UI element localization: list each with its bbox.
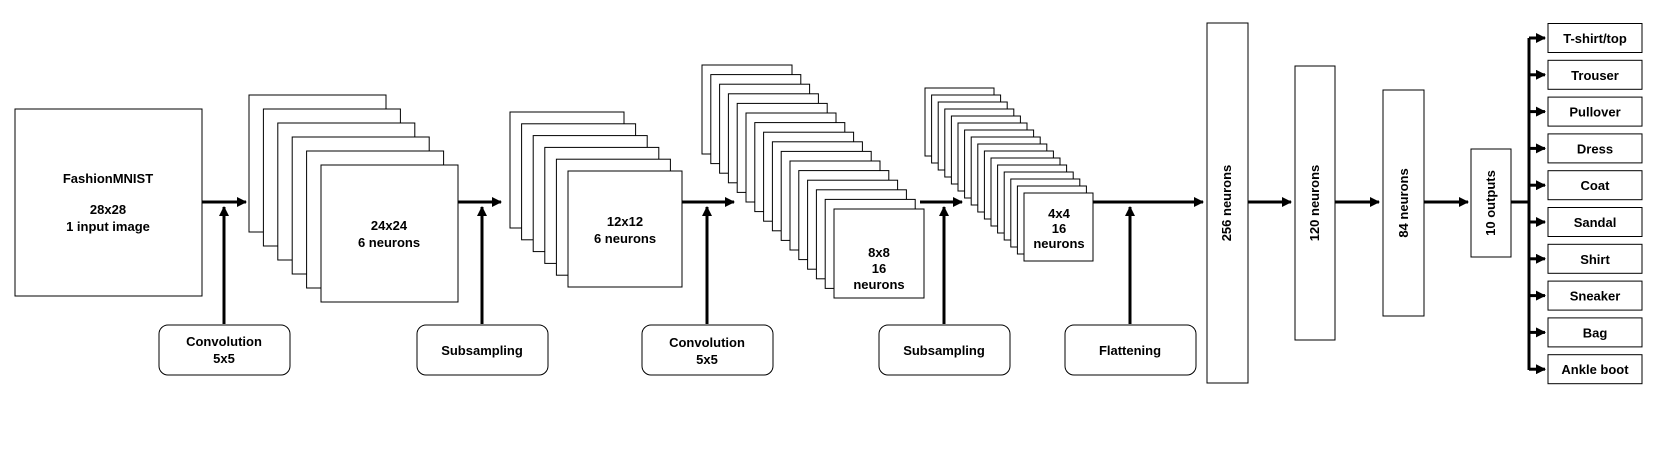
pool2-desc: neurons — [1033, 236, 1084, 251]
class-label: Bag — [1583, 325, 1608, 340]
class-output-list: T-shirt/topTrouserPulloverDressCoatSanda… — [1529, 23, 1643, 385]
class-box — [1547, 354, 1643, 385]
dense-layer-84: 84 neurons — [1382, 89, 1425, 317]
dense-256-label: 256 neurons — [1219, 165, 1234, 242]
output-layer-10: 10 outputs — [1470, 148, 1512, 258]
pool1-size: 12x12 — [607, 214, 643, 229]
op-label: Flattening — [1099, 343, 1161, 358]
class-label: Ankle boot — [1561, 362, 1629, 377]
class-box — [1547, 96, 1643, 127]
class-box — [1547, 59, 1643, 90]
conv2-label: 8x8 16 neurons — [853, 245, 904, 292]
pool2-feature-maps-stack — [924, 87, 1094, 262]
dense-84-label: 84 neurons — [1396, 168, 1411, 237]
pool1-feature-maps-stack — [509, 111, 683, 288]
class-box — [1547, 170, 1643, 201]
input-desc: 1 input image — [66, 219, 150, 234]
class-label: Coat — [1581, 178, 1611, 193]
conv1-size: 24x24 — [371, 218, 408, 233]
op-arrows — [219, 206, 1135, 324]
pool1-desc: 6 neurons — [594, 231, 656, 246]
conv1-desc: 6 neurons — [358, 235, 420, 250]
op-subsampling-1: Subsampling — [416, 324, 549, 376]
feature-map — [567, 170, 683, 288]
feature-map — [320, 164, 459, 303]
pool2-count: 16 — [1052, 221, 1066, 236]
op-convolution-1: Convolution 5x5 — [158, 324, 291, 376]
class-label: Sneaker — [1570, 289, 1621, 304]
op-sublabel: 5x5 — [213, 351, 235, 366]
conv1-label: 24x24 6 neurons — [358, 218, 420, 250]
class-label: Dress — [1577, 141, 1613, 156]
op-label: Subsampling — [441, 343, 523, 358]
dense-120-label: 120 neurons — [1307, 165, 1322, 242]
pool2-label: 4x4 16 neurons — [1033, 206, 1084, 251]
output-label: 10 outputs — [1483, 170, 1498, 236]
input-image-box: FashionMNIST 28x28 1 input image — [14, 108, 203, 297]
op-label: Convolution — [186, 334, 262, 349]
feature-map — [1023, 192, 1094, 262]
class-label: Trouser — [1571, 68, 1619, 83]
op-convolution-2: Convolution 5x5 — [641, 324, 774, 376]
class-box — [1547, 280, 1643, 311]
input-size: 28x28 — [90, 202, 126, 217]
class-box — [1547, 243, 1643, 274]
pool2-size: 4x4 — [1048, 206, 1070, 221]
class-label: Shirt — [1580, 252, 1610, 267]
conv2-count: 16 — [872, 261, 886, 276]
input-title: FashionMNIST — [63, 171, 153, 186]
feature-map — [833, 208, 925, 299]
class-box — [1547, 317, 1643, 348]
conv1-feature-maps-stack — [248, 94, 459, 303]
class-label: Pullover — [1569, 105, 1620, 120]
op-label: Convolution — [669, 335, 745, 350]
dense-layer-256: 256 neurons — [1206, 22, 1249, 384]
pool1-label: 12x12 6 neurons — [594, 214, 656, 246]
class-box — [1547, 133, 1643, 164]
op-flattening: Flattening — [1064, 324, 1197, 376]
op-sublabel: 5x5 — [696, 352, 718, 367]
flow-arrows — [202, 38, 1531, 370]
conv2-feature-maps-stack — [701, 64, 925, 299]
op-label: Subsampling — [903, 343, 985, 358]
class-box — [1547, 207, 1643, 237]
conv2-size: 8x8 — [868, 245, 890, 260]
class-label: T-shirt/top — [1563, 31, 1627, 46]
class-label: Sandal — [1574, 215, 1617, 230]
conv2-desc: neurons — [853, 277, 904, 292]
class-box — [1547, 23, 1643, 53]
op-subsampling-2: Subsampling — [878, 324, 1011, 376]
dense-layer-120: 120 neurons — [1294, 65, 1336, 341]
